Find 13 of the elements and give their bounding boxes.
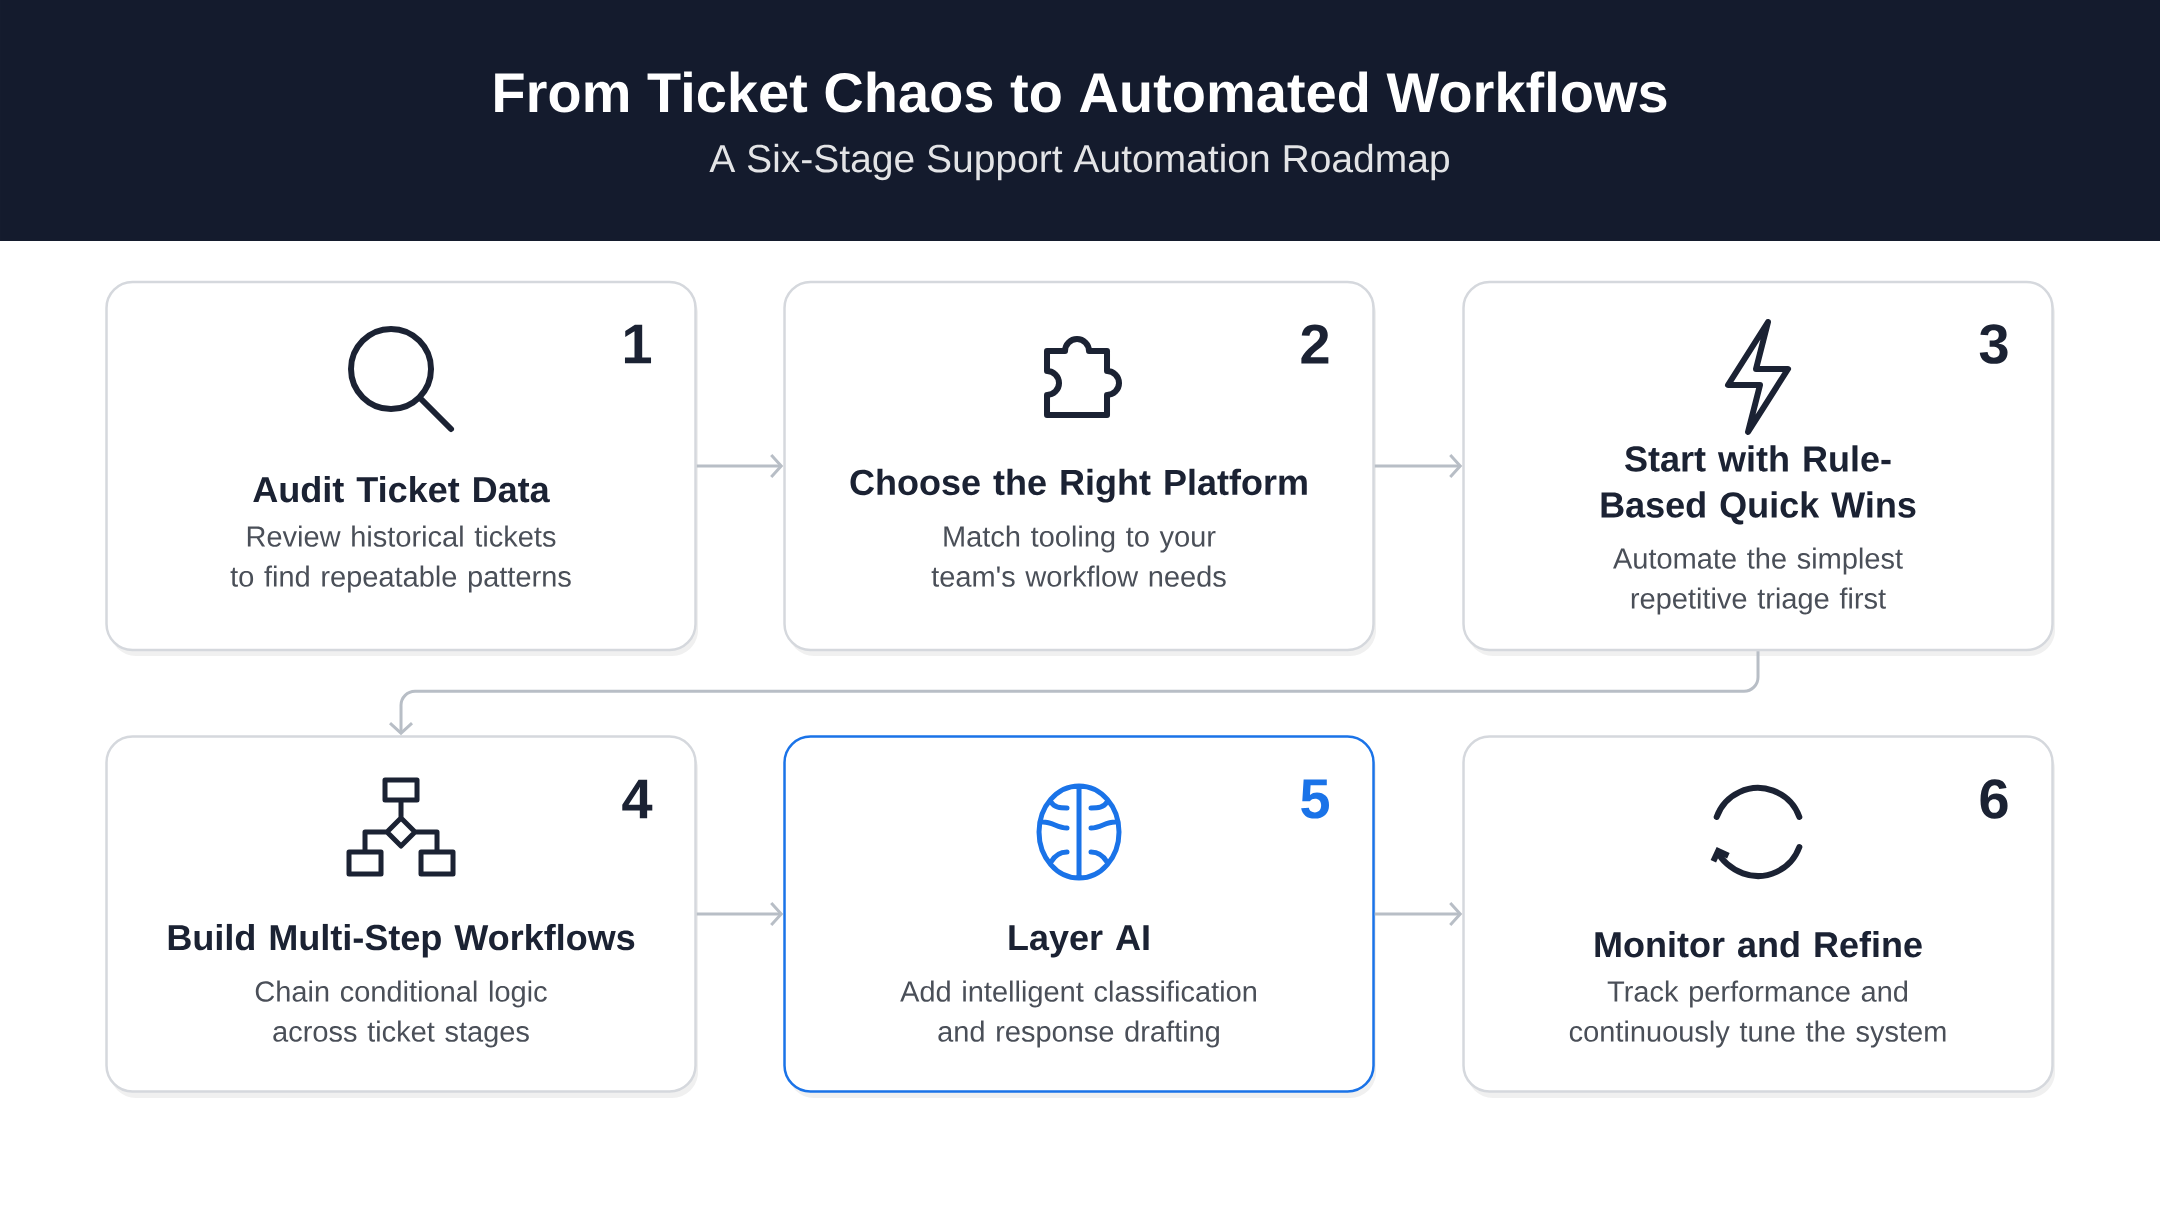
arrow [1374, 454, 1463, 478]
arrow [1374, 902, 1463, 926]
step-card: 6 Monitor and Refine Track performance and continuously tune the system [1462, 735, 2055, 1098]
subtitle: A Six-Stage Support Automation Roadmap [709, 143, 1449, 181]
step-card: 1 Audit Ticket Data Review historical tickets to find repeatable patterns [105, 280, 698, 656]
step-card: 5 Layer AI Add intelligent classification and response drafting [783, 735, 1376, 1098]
step-card: 3 Start with Rule-Based Quick Wins Automate the simplest repetitive triage first [1462, 280, 2055, 656]
arrow [696, 454, 784, 478]
arrow [696, 902, 784, 926]
title: From Ticket Chaos to Automated Workflows [495, 71, 1667, 113]
step-card: 2 Choose the Right Platform Match tooling to your team's workflow needs [783, 280, 1376, 656]
step-card: 4 Build Multi-Step Workflows Chain conditional logic across ticket stages [105, 735, 698, 1098]
arrow [389, 651, 1760, 736]
